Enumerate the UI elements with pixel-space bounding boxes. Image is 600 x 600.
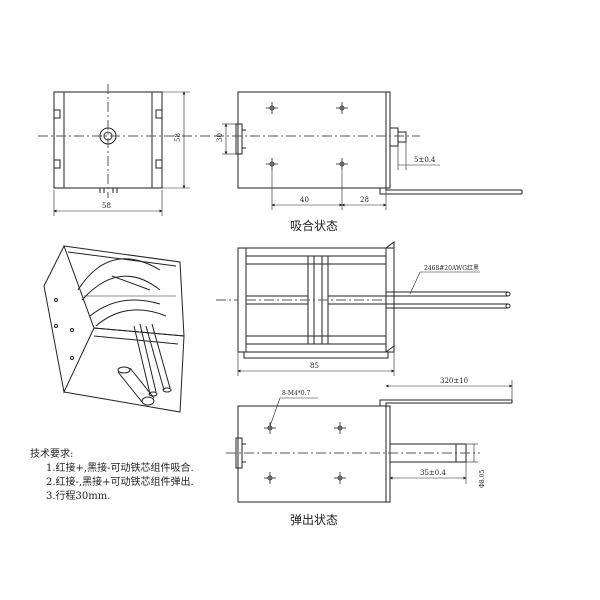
tech-notes: 技术要求: 1.红接+,黑接-可动铁芯组件吸合. 2.红接-,黑接+可动铁芯组件… [30, 448, 194, 504]
pull-seg1-dim: 40 [300, 196, 309, 204]
pull-in-view [214, 91, 523, 210]
pull-seg2-dim: 28 [360, 196, 369, 204]
section-view [216, 241, 511, 376]
pull-height-dim: 30 [216, 133, 224, 142]
lead-length-dim: 320±10 [440, 377, 468, 385]
push-stroke-dim: 35±0.4 [420, 469, 446, 477]
screw-spec-label: 8-M4*0.7 [282, 390, 311, 397]
tech-note-3: 3.行程30mm. [46, 491, 111, 502]
push-out-view [226, 380, 513, 503]
push-out-caption: 弹出状态 [290, 513, 339, 527]
pull-stroke-dim: 5±0.4 [414, 156, 436, 164]
front-width-dim: 58 [102, 202, 111, 210]
body-length-dim: 85 [310, 362, 319, 370]
front-height-dim: 58 [174, 133, 182, 142]
plunger-dia-dim: Φ8.05 [479, 470, 486, 488]
isometric-view [43, 245, 185, 413]
front-view [38, 84, 210, 216]
wire-spec-label: 2468#20AWG红黑 [424, 264, 479, 272]
tech-notes-title: 技术要求: [30, 449, 74, 460]
tech-note-1: 1.红接+,黑接-可动铁芯组件吸合. [46, 463, 194, 474]
pull-in-caption: 吸合状态 [290, 219, 339, 233]
tech-note-2: 2.红接-,黑接+可动铁芯组件弹出. [46, 477, 194, 488]
